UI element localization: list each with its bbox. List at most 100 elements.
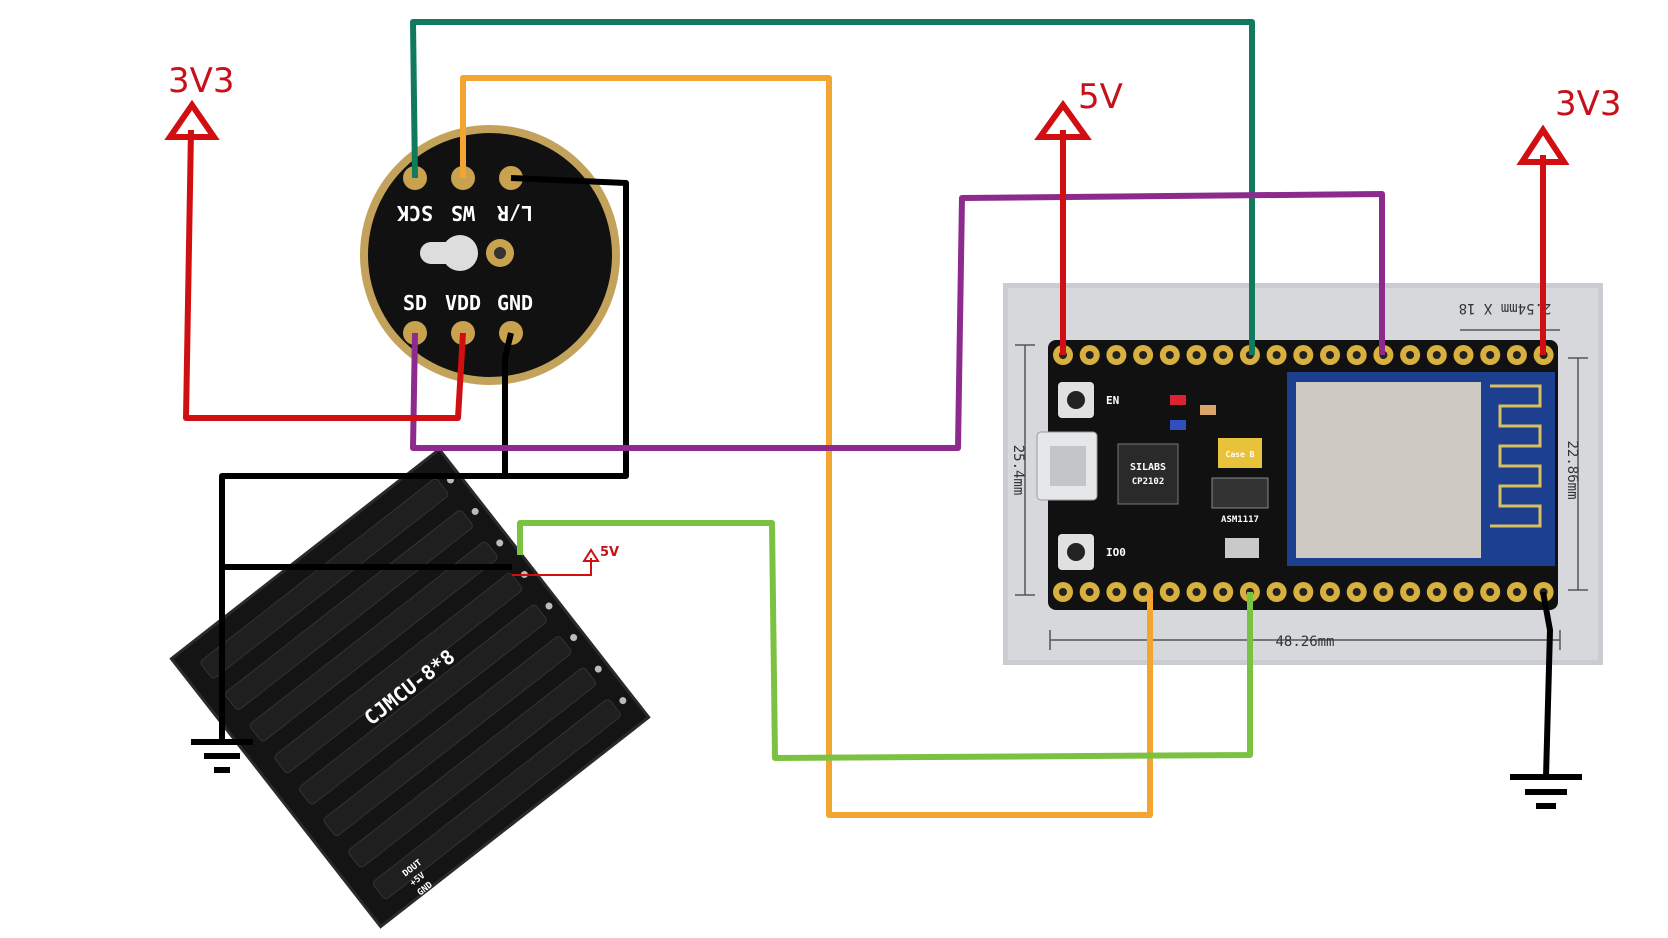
header-pin-hole	[1432, 588, 1441, 596]
matrix-5v-label: 5V	[600, 545, 619, 560]
smd-resistor	[1200, 405, 1216, 415]
header-pin-hole	[1512, 351, 1521, 359]
arrow-up-icon	[164, 99, 220, 140]
led-row	[372, 699, 621, 900]
i2s-mic-module: SCK WS L/R SD VDD GND	[360, 125, 620, 385]
header-pin-hole	[1352, 588, 1361, 596]
mic-sound-hole-center	[494, 247, 506, 259]
header-pin-hole	[1165, 351, 1174, 359]
smd-led-red	[1170, 395, 1186, 405]
header-pin-hole	[1085, 351, 1094, 359]
ground-icon	[191, 739, 253, 773]
header-pin-hole	[1459, 588, 1468, 596]
wire-sd	[410, 191, 1385, 451]
regulator-label: ASM1117	[1221, 515, 1259, 525]
regulator	[1211, 477, 1269, 509]
header-pin-hole	[1379, 588, 1388, 596]
esp-5v-label: 5V	[1078, 77, 1123, 117]
tantalum-cap	[1218, 438, 1262, 468]
led-row	[225, 510, 473, 710]
header-pin-hole	[1192, 351, 1201, 359]
header-pin-hole	[1219, 351, 1228, 359]
esp32-bottom-header	[1053, 582, 1554, 602]
header-pin-hole	[1326, 351, 1334, 359]
dim-pitch-label: 2.54mm X 18	[1459, 300, 1552, 316]
cp2102-chip	[1117, 443, 1179, 505]
tantalum-cap-label: Case B	[1226, 450, 1255, 459]
mic-pin-sd-label: SD	[403, 291, 427, 315]
header-pin-hole	[1139, 588, 1148, 596]
wire-matrix-5v	[512, 558, 592, 576]
led-row	[348, 667, 597, 868]
header-pin-hole	[1299, 588, 1308, 596]
header-pin-hole	[1085, 588, 1094, 596]
cp2102-chip-sublabel: CP2102	[1132, 477, 1165, 487]
esp-3v3-label: 3V3	[1555, 84, 1622, 124]
en-button-label: EN	[1106, 394, 1119, 407]
edge-pad	[471, 507, 479, 515]
dimension-lines	[1015, 329, 1588, 650]
header-pin-hole	[1486, 351, 1495, 359]
en-button-cap	[1067, 391, 1085, 409]
ground-icon	[1510, 774, 1582, 809]
header-pin-hole	[1326, 588, 1334, 596]
header-pin-hole	[1192, 588, 1201, 596]
dim-width-label: 48.26mm	[1275, 634, 1334, 650]
header-pin-hole	[1299, 351, 1308, 359]
rf-shield	[1296, 382, 1481, 558]
led-row	[299, 604, 547, 805]
power-symbols	[164, 99, 1570, 165]
led-matrix-module: CJMCU-8*8 DIN +5V GND GND +5V DOUT	[163, 447, 651, 929]
mic-pin-lr-label: L/R	[496, 201, 533, 225]
mic-3v3-label: 3V3	[168, 61, 235, 101]
header-pin-hole	[1165, 588, 1174, 596]
arrow-up-icon	[582, 548, 600, 562]
wire-mic-gnd	[502, 332, 514, 476]
wire-din	[517, 520, 1253, 761]
edge-pad	[570, 634, 578, 642]
mic-pin-sck-label: SCK	[397, 201, 433, 225]
io0-button-cap	[1067, 543, 1085, 561]
led-row	[274, 573, 523, 773]
header-pin-hole	[1219, 588, 1228, 596]
wire-esp-gnd	[1540, 591, 1553, 778]
edge-pad	[619, 697, 627, 705]
led-row	[323, 636, 572, 836]
edge-pad	[594, 665, 602, 673]
io0-button-label: IO0	[1106, 546, 1126, 559]
wires	[183, 19, 1553, 818]
header-pin-hole	[1112, 588, 1121, 596]
header-pin-hole	[1272, 588, 1281, 596]
mic-pin-vdd-label: VDD	[445, 291, 481, 315]
esp32-board: 48.26mm 25.4mm 22.86mm 2.54mm X 18 EN IO…	[1003, 283, 1603, 665]
dim-height-right-label: 22.86mm	[1564, 440, 1580, 499]
header-pin-hole	[1406, 588, 1415, 596]
header-pin-hole	[1272, 351, 1281, 359]
usb-port-inner	[1050, 446, 1086, 486]
dim-height-left-label: 25.4mm	[1010, 445, 1026, 496]
edge-pad	[545, 602, 553, 610]
mic-pin-ws-label: WS	[451, 201, 475, 225]
header-pin-hole	[1406, 351, 1415, 359]
smd-part	[1225, 538, 1259, 558]
led-matrix-rows	[200, 476, 627, 900]
wire-vdd-3v3	[183, 129, 466, 421]
esp32-top-header	[1053, 345, 1554, 365]
cp2102-chip-label: SILABS	[1130, 462, 1166, 473]
header-pin-hole	[1352, 351, 1361, 359]
edge-pad	[496, 539, 504, 547]
arrow-up-icon	[1034, 99, 1092, 140]
header-pin-hole	[1512, 588, 1521, 596]
antenna-trace	[1490, 384, 1542, 528]
header-pin-hole	[1112, 351, 1121, 359]
header-pin-hole	[1486, 588, 1495, 596]
header-pin-hole	[1139, 351, 1148, 359]
smd-led-blue	[1170, 420, 1186, 430]
mic-logo-body	[420, 242, 458, 264]
mic-pin-gnd-label: GND	[497, 291, 533, 315]
arrow-up-icon	[1516, 124, 1570, 165]
header-pin-hole	[1059, 588, 1067, 596]
wire-sck	[410, 19, 1255, 355]
